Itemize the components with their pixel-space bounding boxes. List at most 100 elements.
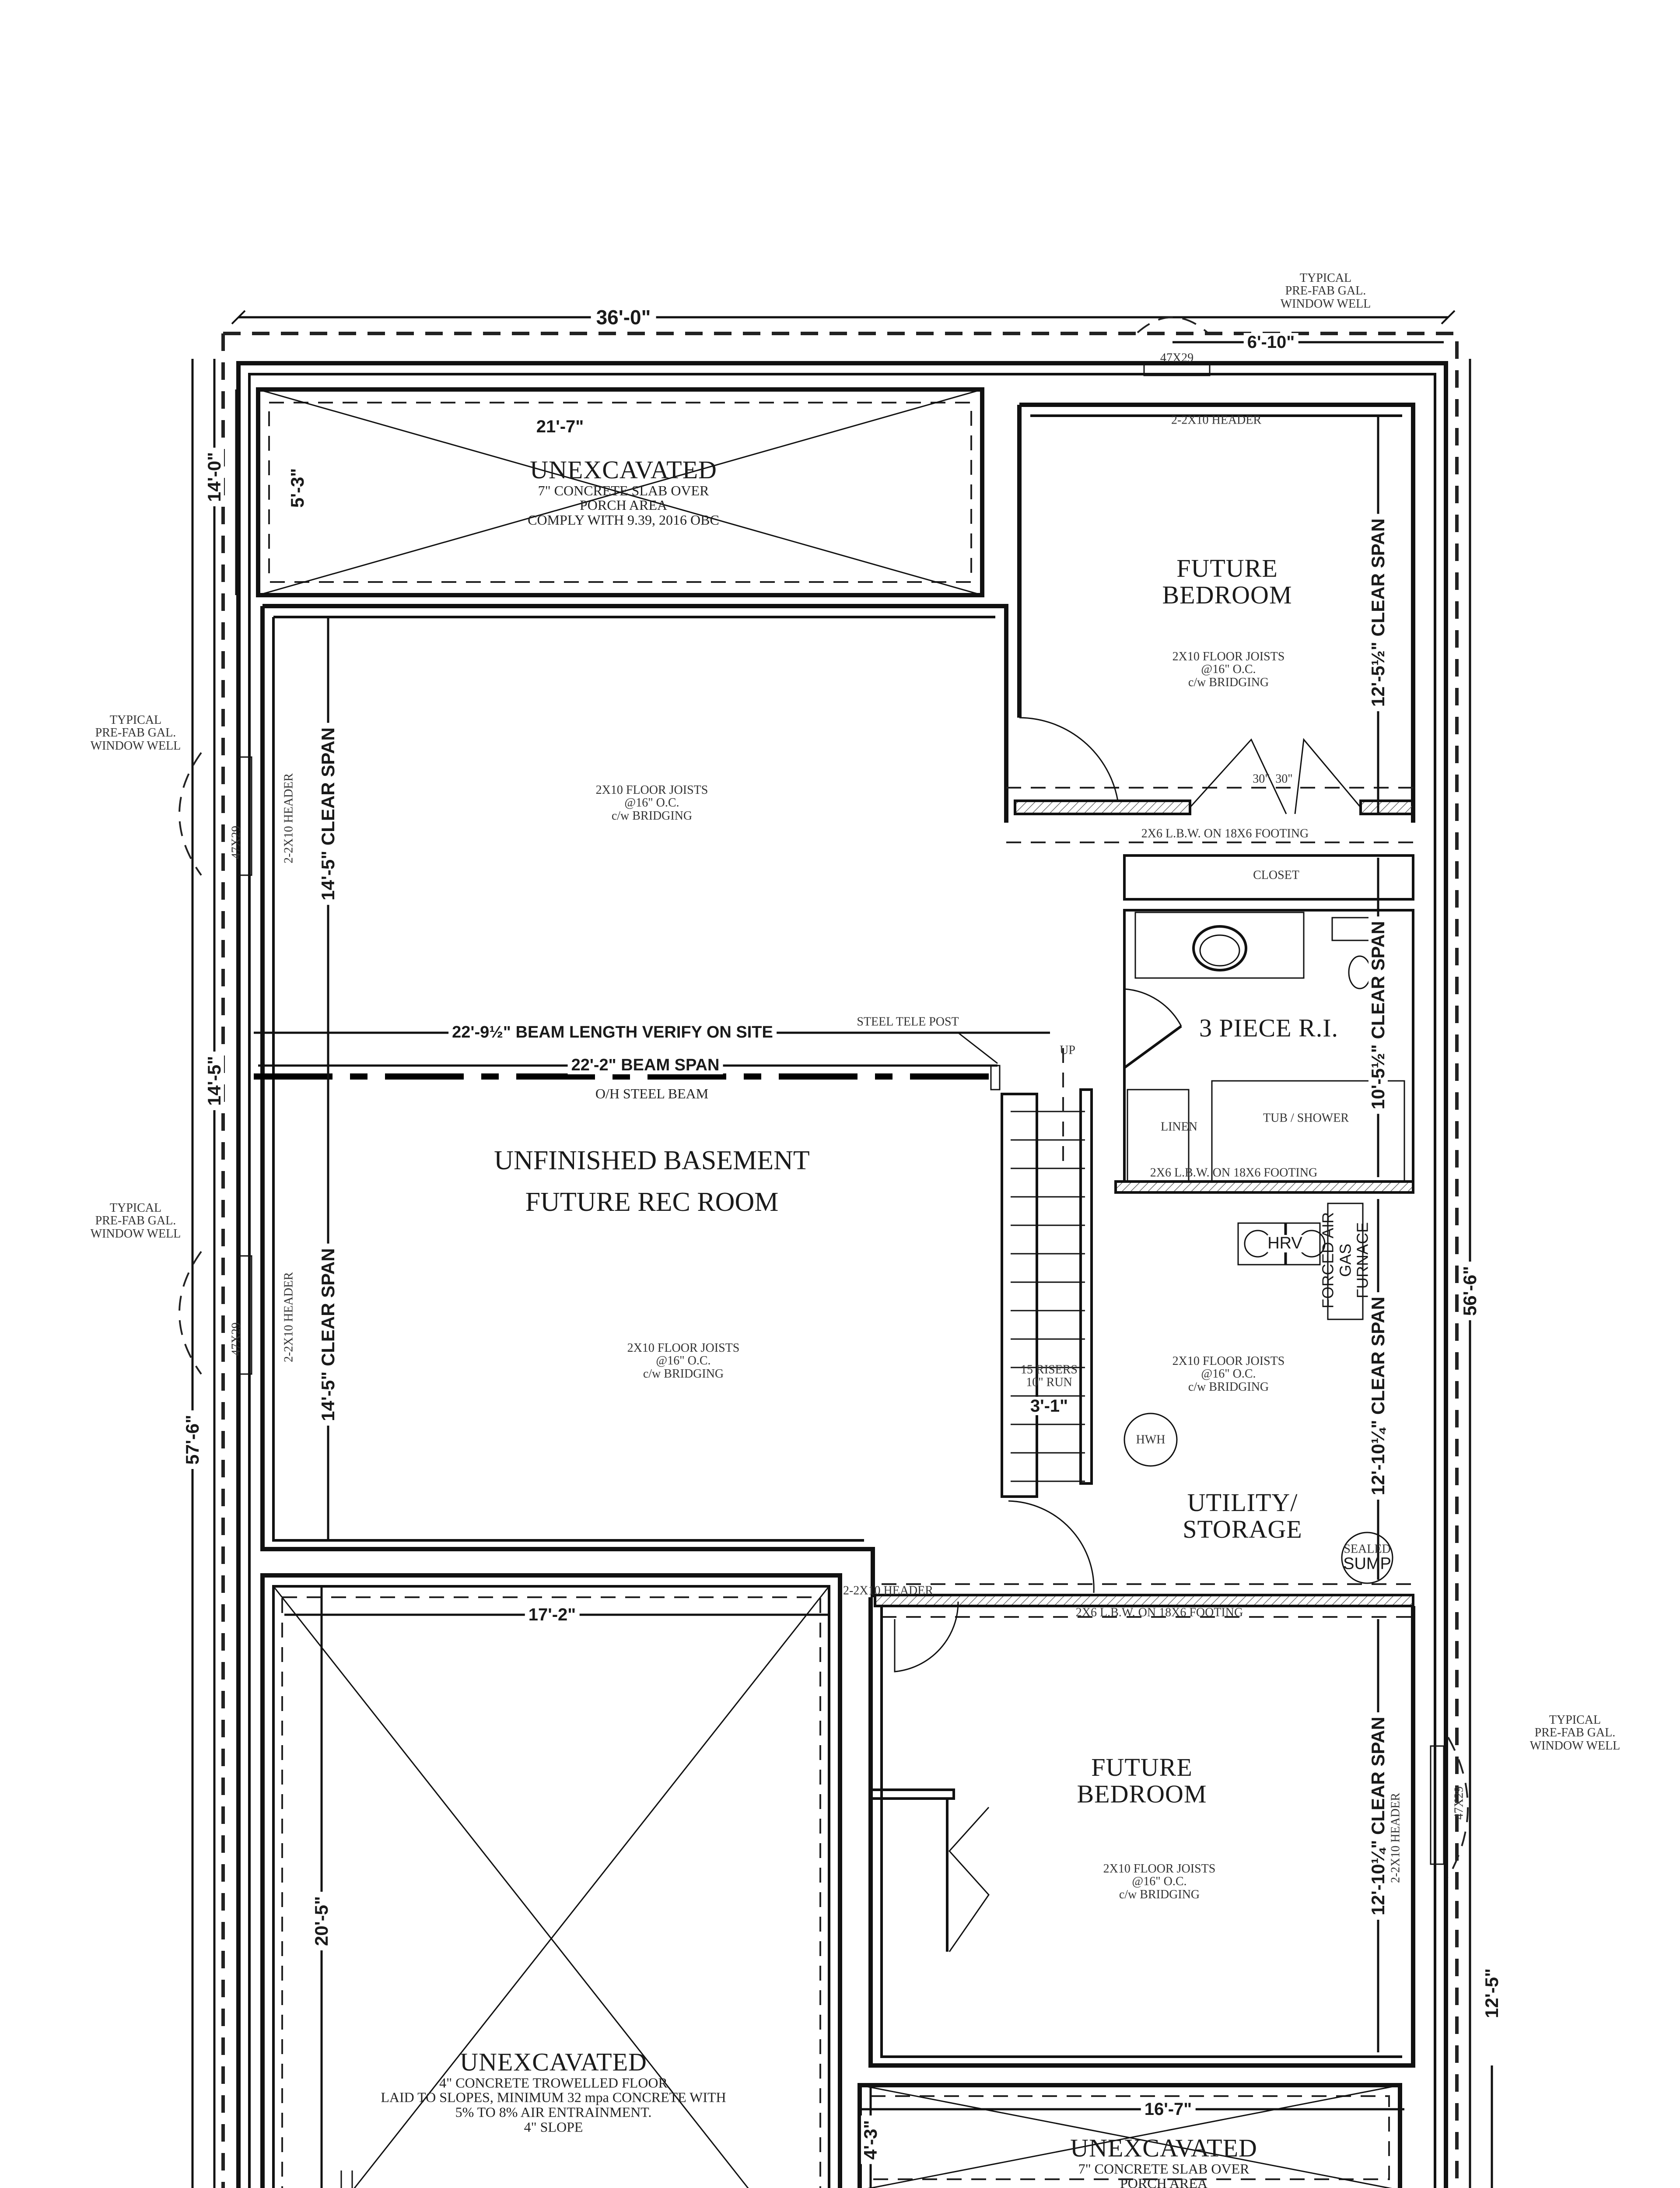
bathroom-title: 3 PIECE R.I. — [1199, 1013, 1339, 1042]
garage-title: UNEXCAVATED — [460, 2048, 647, 2076]
front-porch-title: UNEXCAVATED — [530, 456, 717, 484]
rear-porch-area — [858, 2083, 1404, 2188]
left-dim-top: 14'-0" — [204, 448, 224, 506]
joist-line: c/w BRIDGING — [643, 1367, 724, 1381]
right-dim-lower: 12'-5" — [1481, 1964, 1502, 2023]
ww-line: TYPICAL — [109, 1201, 162, 1215]
rec-room-clear-span-upper: 14'-5" CLEAR SPAN — [318, 723, 338, 905]
rear-porch-label: UNEXCAVATED 7" CONCRETE SLAB OVER PORCH … — [1068, 2135, 1260, 2188]
bottom-bedroom-title: FUTURE BEDROOM — [1077, 1754, 1207, 1808]
front-porch-width: 21'-7" — [532, 417, 588, 436]
run-line: 10" RUN — [1026, 1376, 1072, 1389]
top-dimension-lines — [231, 310, 1456, 344]
title-line: UNFINISHED BASEMENT — [494, 1145, 810, 1175]
top-bedroom-joists: 2X10 FLOOR JOISTS @16" O.C. c/w BRIDGING — [1172, 650, 1285, 689]
note-line: 4" SLOPE — [524, 2119, 583, 2135]
rec-room-joists-upper: 2X10 FLOOR JOISTS @16" O.C. c/w BRIDGING — [595, 784, 708, 823]
joist-line: c/w BRIDGING — [1188, 675, 1269, 689]
window-well-label-left-upper: TYPICAL PRE-FAB GAL. WINDOW WELL — [90, 714, 181, 753]
utility-footing: 2X6 L.B.W. ON 18X6 FOOTING — [1150, 1166, 1318, 1180]
ww-line: TYPICAL — [1299, 271, 1352, 285]
note-line: 7" CONCRETE SLAB OVER — [1078, 2161, 1250, 2177]
title-line: FUTURE — [1091, 1753, 1193, 1782]
tub-shower-label: TUB / SHOWER — [1263, 1111, 1349, 1125]
bottom-bedroom-joists: 2X10 FLOOR JOISTS @16" O.C. c/w BRIDGING — [1103, 1862, 1216, 1901]
title-line: FUTURE — [1176, 554, 1278, 583]
ww-line: PRE-FAB GAL. — [95, 726, 176, 740]
ww-line: WINDOW WELL — [90, 739, 181, 753]
rec-room-walls — [260, 604, 1008, 1597]
front-porch-area — [235, 387, 984, 597]
front-porch-label: UNEXCAVATED 7" CONCRETE SLAB OVER PORCH … — [528, 456, 719, 528]
ww-line: TYPICAL — [1549, 1713, 1601, 1727]
beam-span: 22'-2" BEAM SPAN — [567, 1056, 723, 1074]
window-size-top: 47X29 — [1160, 351, 1194, 365]
stairs-risers: 15 RISERS 10" RUN — [1021, 1363, 1078, 1389]
bottom-bedroom-clear-span: 12'-10¼" CLEAR SPAN — [1368, 1712, 1388, 1920]
top-bedroom-title: FUTURE BEDROOM — [1162, 555, 1292, 609]
risers-line: 15 RISERS — [1021, 1363, 1078, 1377]
title-line: FUTURE REC ROOM — [525, 1187, 779, 1217]
top-bedroom-footing: 2X6 L.B.W. ON 18X6 FOOTING — [1141, 827, 1309, 841]
window-size-left-lower: 47X29 — [229, 1322, 243, 1356]
closet-door-right: 30" — [1275, 772, 1293, 786]
top-window-dim: 6'-10" — [1243, 333, 1298, 351]
note-line: 7" CONCRETE SLAB OVER — [538, 483, 709, 499]
window-size-left-upper: 47X29 — [229, 825, 243, 859]
joist-line: 2X10 FLOOR JOISTS — [1103, 1862, 1216, 1876]
note-line: LAID TO SLOPES, MINIMUM 32 mpa CONCRETE … — [381, 2089, 726, 2105]
note-line: COMPLY WITH 9.39, 2016 OBC — [528, 512, 719, 528]
closet-label: CLOSET — [1253, 868, 1299, 882]
window-wells — [178, 316, 1469, 1878]
hrv-label: HRV — [1267, 1234, 1302, 1253]
garage-width: 17'-2" — [525, 1606, 580, 1624]
rec-room-title: UNFINISHED BASEMENT FUTURE REC ROOM — [494, 1145, 810, 1217]
note-line: 4" CONCRETE TROWELLED FLOOR — [439, 2075, 668, 2091]
bottom-bedroom-footing: 2X6 L.B.W. ON 18X6 FOOTING — [1075, 1606, 1243, 1620]
joist-line: @16" O.C. — [1132, 1875, 1187, 1889]
hwh-label: HWH — [1136, 1433, 1166, 1447]
joist-line: c/w BRIDGING — [1119, 1887, 1200, 1901]
ww-line: WINDOW WELL — [90, 1227, 181, 1241]
furnace-line: FORCED AIR — [1319, 1212, 1337, 1309]
rear-porch-width: 16'-7" — [1141, 2100, 1196, 2118]
top-bedroom-clear-span: 12'-5½" CLEAR SPAN — [1368, 514, 1388, 712]
front-porch-depth: 5'-3" — [287, 463, 308, 512]
joist-line: c/w BRIDGING — [611, 809, 693, 823]
utility-joists: 2X10 FLOOR JOISTS @16" O.C. c/w BRIDGING — [1172, 1355, 1285, 1393]
overall-depth-right: 56'-6" — [1460, 1262, 1480, 1320]
stairs-up-label: UP — [1060, 1043, 1075, 1057]
ww-line: PRE-FAB GAL. — [1285, 284, 1366, 298]
rec-room-header-lower: 2-2X10 HEADER — [282, 1272, 296, 1363]
joist-line: 2X10 FLOOR JOISTS — [1172, 649, 1285, 663]
stairs-width: 3'-1" — [1026, 1397, 1072, 1415]
joist-line: @16" O.C. — [1201, 663, 1256, 677]
footing-outline — [221, 332, 1459, 2188]
bathroom-walls — [1114, 854, 1414, 1194]
sump-line: SUMP — [1343, 1554, 1391, 1573]
note-line: 5% TO 8% AIR ENTRAINMENT. — [455, 2104, 652, 2120]
stairs — [1001, 1048, 1095, 1593]
top-bedroom-header: 2-2X10 HEADER — [1171, 413, 1262, 427]
rec-room-clear-span-lower: 14'-5" CLEAR SPAN — [318, 1244, 338, 1426]
furnace-label: FORCED AIR GAS FURNACE — [1319, 1212, 1372, 1309]
garage-depth: 20'-5" — [311, 1892, 332, 1950]
linen-label: LINEN — [1161, 1120, 1197, 1134]
joist-line: @16" O.C. — [656, 1354, 711, 1368]
rear-porch-title: UNEXCAVATED — [1070, 2134, 1257, 2163]
joist-line: 2X10 FLOOR JOISTS — [627, 1341, 740, 1355]
window-well-label-top: TYPICAL PRE-FAB GAL. WINDOW WELL — [1281, 271, 1371, 311]
rec-room-joists-lower: 2X10 FLOOR JOISTS @16" O.C. c/w BRIDGING — [627, 1342, 740, 1380]
beam-label: O/H STEEL BEAM — [595, 1086, 709, 1102]
left-dim-middle: 14'-5" — [204, 1052, 224, 1110]
joist-line: c/w BRIDGING — [1188, 1380, 1269, 1394]
joist-line: 2X10 FLOOR JOISTS — [1172, 1354, 1285, 1368]
overall-depth-left: 57'-6" — [182, 1410, 203, 1469]
bathroom-clear-span: 10'-5½" CLEAR SPAN — [1368, 916, 1388, 1114]
title-line: STORAGE — [1183, 1515, 1302, 1543]
bottom-bedroom-header: 2-2X10 HEADER — [843, 1584, 934, 1598]
beam-length: 22'-9½" BEAM LENGTH VERIFY ON SITE — [448, 1024, 777, 1041]
utility-clear-span: 12'-10¼" CLEAR SPAN — [1368, 1292, 1388, 1500]
garage-label: UNEXCAVATED 4" CONCRETE TROWELLED FLOOR … — [381, 2048, 726, 2135]
title-line: BEDROOM — [1077, 1780, 1207, 1808]
